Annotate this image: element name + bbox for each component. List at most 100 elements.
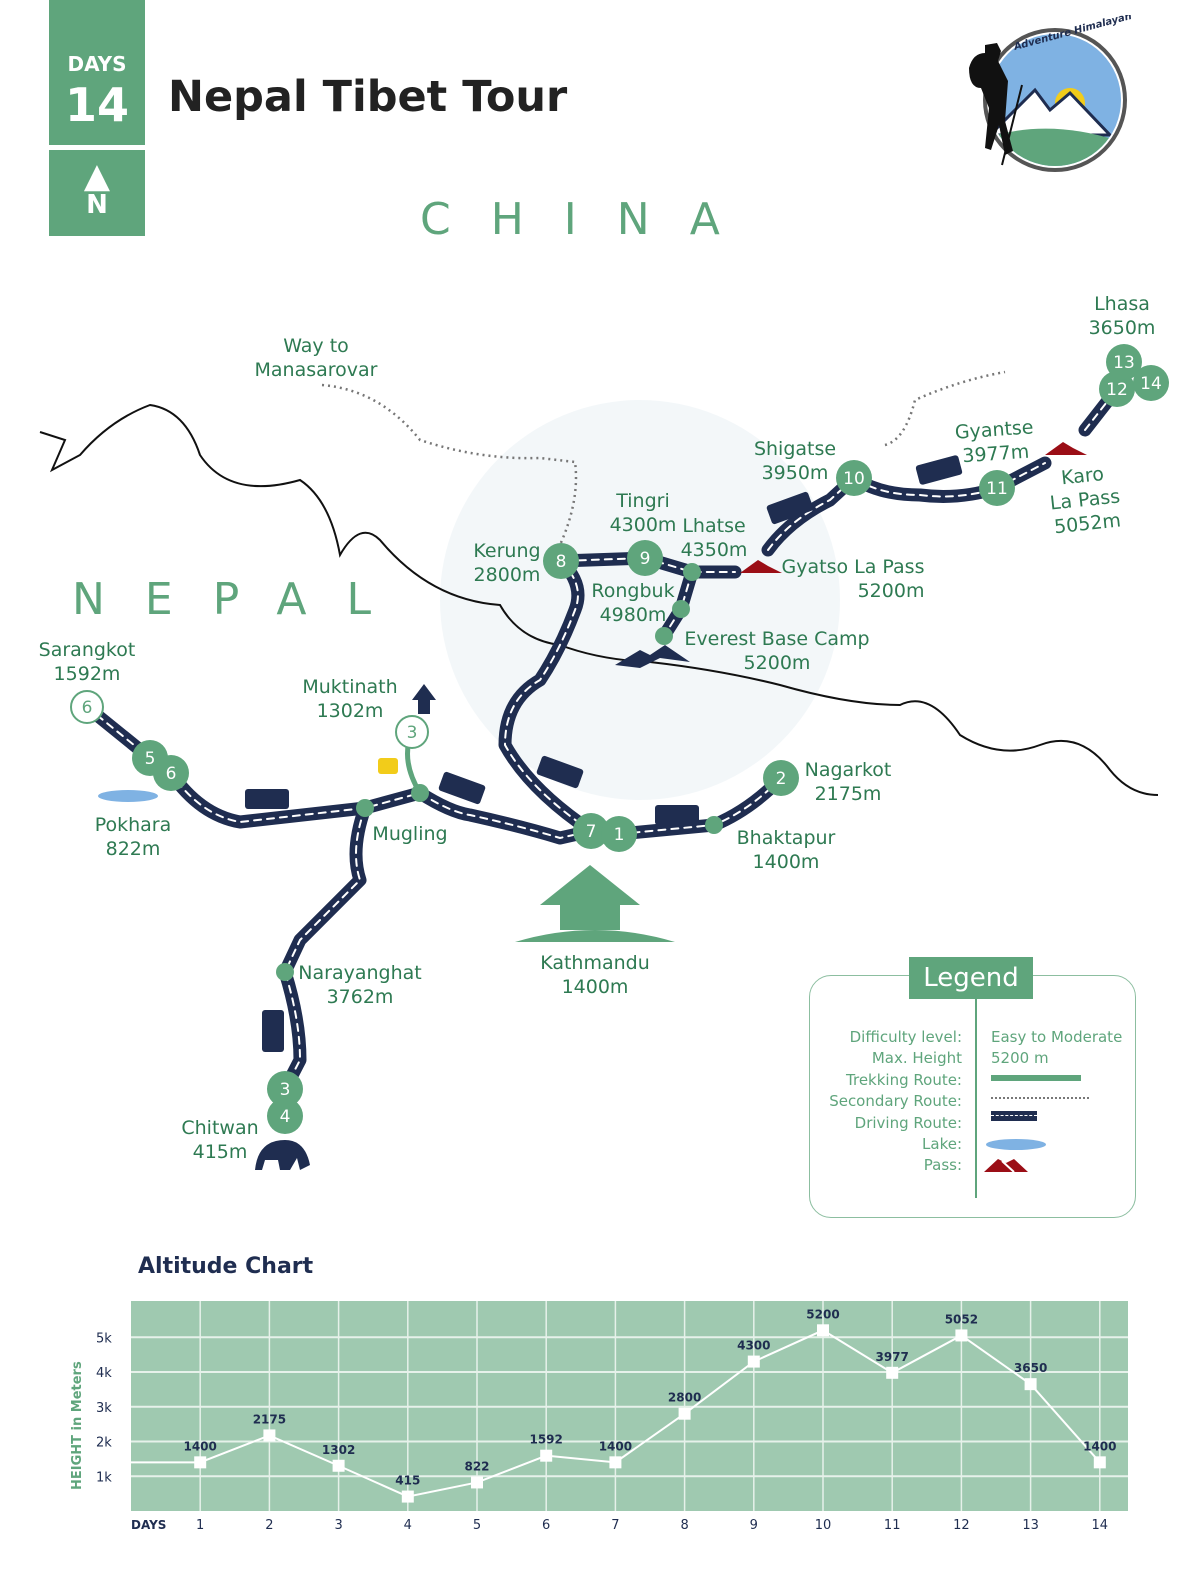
day-marker: 9 bbox=[627, 540, 663, 576]
day-marker: 11 bbox=[979, 470, 1015, 506]
legend-key-pass: Pass: bbox=[923, 1156, 962, 1174]
company-logo: Adventure Himalayan bbox=[969, 15, 1133, 172]
cable-car-icon bbox=[378, 758, 398, 774]
chart-x-tick: 6 bbox=[542, 1518, 550, 1533]
day-marker: 14 bbox=[1133, 365, 1169, 401]
chart-x-tick: 5 bbox=[473, 1518, 481, 1533]
chart-x-label: DAYS bbox=[131, 1518, 166, 1532]
day-marker: 13 bbox=[1106, 344, 1142, 380]
chart-x-tick: 9 bbox=[750, 1518, 758, 1533]
day-marker: 6 bbox=[70, 690, 104, 724]
secondary-route bbox=[321, 370, 1006, 546]
waypoint-dots bbox=[276, 563, 723, 981]
chart-title: Altitude Chart bbox=[138, 1254, 314, 1279]
chart-y-tick: 2k bbox=[96, 1436, 112, 1451]
legend-key-max-height: Max. Height bbox=[871, 1049, 962, 1067]
chart-point bbox=[1024, 1378, 1037, 1391]
legend-pass-symbol bbox=[984, 1159, 1028, 1173]
legend-key-secondary: Secondary Route: bbox=[829, 1092, 962, 1110]
svg-text:7: 7 bbox=[586, 822, 597, 842]
legend-value-difficulty: Easy to Moderate bbox=[991, 1028, 1123, 1046]
page-title: Nepal Tibet Tour bbox=[168, 72, 568, 122]
mountain-icon bbox=[615, 645, 690, 668]
chart-x-tick: 4 bbox=[404, 1518, 412, 1533]
chart-x-tick: 13 bbox=[1022, 1518, 1039, 1533]
svg-text:3: 3 bbox=[280, 1080, 291, 1100]
legend-key-difficulty: Difficulty level: bbox=[849, 1028, 962, 1046]
chart-x-tick: 11 bbox=[884, 1518, 901, 1533]
day-marker: 1 bbox=[601, 816, 637, 852]
chart-point bbox=[263, 1429, 276, 1442]
chart-x-tick: 10 bbox=[815, 1518, 832, 1533]
chart-point bbox=[886, 1366, 899, 1379]
svg-text:11: 11 bbox=[986, 479, 1008, 499]
chart-x-tick: 2 bbox=[265, 1518, 273, 1533]
day-marker: 7 bbox=[573, 813, 609, 849]
country-label-nepal: NEPAL bbox=[72, 574, 412, 625]
days-badge: DAYS 14 bbox=[49, 0, 145, 145]
watermark-circle bbox=[440, 400, 840, 800]
elephant-icon bbox=[255, 1140, 310, 1170]
day-marker: 3 bbox=[267, 1071, 303, 1107]
day-marker: 8 bbox=[543, 543, 579, 579]
svg-text:12: 12 bbox=[1106, 380, 1128, 400]
legend-divider bbox=[975, 998, 977, 1198]
chart-data-label: 3977 bbox=[875, 1350, 908, 1364]
day-marker: 6 bbox=[153, 755, 189, 791]
chart-y-tick: 1k bbox=[96, 1470, 112, 1485]
days-label: DAYS bbox=[67, 52, 127, 76]
day-marker: 3 bbox=[395, 715, 429, 749]
chart-x-tick: 14 bbox=[1092, 1518, 1109, 1533]
chart-point bbox=[678, 1407, 691, 1420]
karo-la-pass-icon bbox=[1045, 442, 1087, 455]
kathmandu-temple-icon bbox=[515, 865, 675, 942]
legend-key-trekking: Trekking Route: bbox=[846, 1071, 962, 1089]
chart-data-label: 1592 bbox=[529, 1433, 562, 1447]
north-indicator: ▲ N bbox=[49, 150, 145, 236]
day-marker: 12 bbox=[1099, 371, 1135, 407]
chart-data-label: 1302 bbox=[322, 1443, 355, 1457]
legend-value-max-height: 5200 m bbox=[991, 1049, 1049, 1067]
svg-text:6: 6 bbox=[166, 764, 177, 784]
svg-text:3: 3 bbox=[407, 723, 418, 743]
svg-text:10: 10 bbox=[843, 469, 865, 489]
chart-y-tick: 4k bbox=[96, 1366, 112, 1381]
legend-secondary-symbol bbox=[991, 1097, 1089, 1099]
north-arrow-icon: ▲ bbox=[83, 156, 111, 196]
days-count: 14 bbox=[64, 78, 129, 132]
day-marker: 4 bbox=[267, 1098, 303, 1134]
svg-text:14: 14 bbox=[1140, 374, 1162, 394]
chart-data-label: 5052 bbox=[945, 1312, 978, 1326]
legend-key-lake: Lake: bbox=[922, 1135, 962, 1153]
chart-point bbox=[609, 1456, 622, 1469]
chart-data-label: 4300 bbox=[737, 1339, 770, 1353]
gyatso-la-pass-icon bbox=[740, 560, 782, 573]
country-label-china: CHINA bbox=[420, 194, 760, 245]
chart-point bbox=[332, 1459, 345, 1472]
chart-x-tick: 12 bbox=[953, 1518, 970, 1533]
svg-text:6: 6 bbox=[82, 698, 93, 718]
chart-x-tick: 8 bbox=[680, 1518, 688, 1533]
svg-text:1: 1 bbox=[614, 825, 625, 845]
chart-data-label: 2800 bbox=[668, 1391, 701, 1405]
chart-point bbox=[747, 1355, 760, 1368]
svg-text:4: 4 bbox=[280, 1107, 291, 1127]
svg-text:5: 5 bbox=[145, 749, 156, 769]
chart-point bbox=[817, 1324, 829, 1337]
svg-text:8: 8 bbox=[556, 552, 567, 572]
svg-text:13: 13 bbox=[1113, 353, 1135, 373]
chart-point bbox=[955, 1329, 968, 1342]
chart-data-label: 2175 bbox=[253, 1412, 286, 1426]
